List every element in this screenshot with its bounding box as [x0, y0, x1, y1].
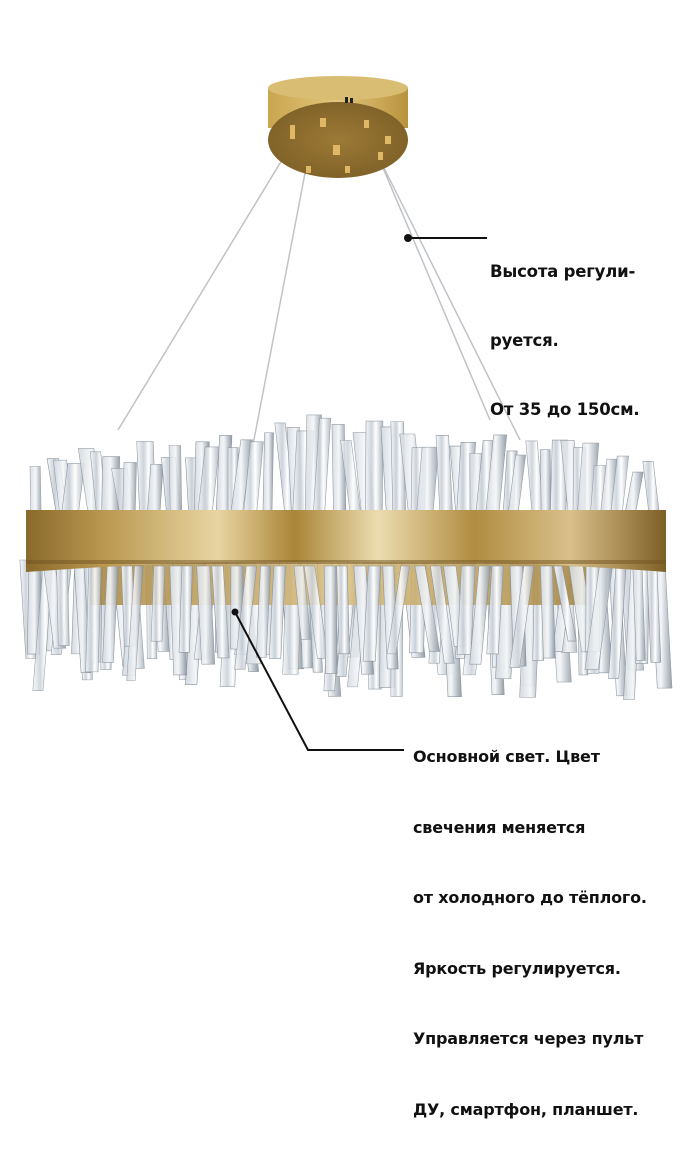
light-callout-line: от холодного до тёплого.	[413, 888, 647, 907]
light-callout-line: ДУ, смартфон, планшет.	[413, 1099, 639, 1119]
product-scene: Высота регули- руется. От 35 до 150см. О…	[19, 76, 673, 1119]
light-callout-line: Управляется через пульт	[413, 1029, 644, 1048]
light-callout-line: Основной свет. Цвет	[413, 747, 600, 766]
light-callout: Основной свет. Цвет свечения меняется от…	[413, 698, 647, 1168]
height-callout-line: руется.	[490, 331, 559, 350]
gold-ring	[26, 510, 666, 572]
height-callout-line: Высота регули-	[490, 262, 636, 281]
light-callout-line: свечения меняется	[413, 817, 586, 837]
height-callout-line: От 35 до 150см.	[490, 400, 640, 419]
light-callout-line: Яркость регулируется.	[413, 958, 621, 978]
height-callout: Высота регули- руется. От 35 до 150см.	[490, 214, 640, 467]
callout-light-pointer	[231, 608, 404, 751]
suspension-wires	[117, 141, 521, 451]
callout-height-pointer	[404, 234, 487, 242]
chandelier-illustration	[19, 76, 673, 751]
canopy	[268, 76, 408, 178]
